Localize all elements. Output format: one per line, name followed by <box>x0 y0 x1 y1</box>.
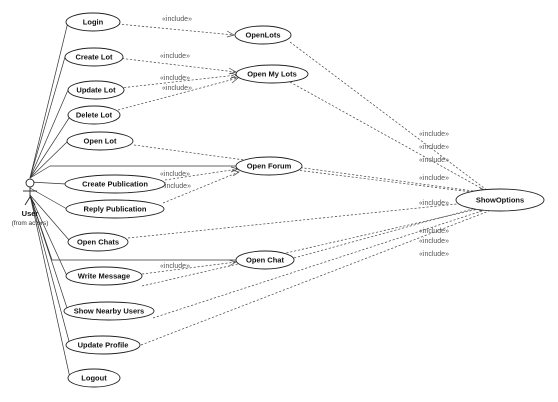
use-case-label: Open Forum <box>247 162 292 171</box>
include-dependencies <box>117 23 490 346</box>
include-label-show-3: «include» <box>419 157 449 164</box>
dep-profile-show <box>140 210 490 346</box>
assoc-open-lot <box>29 140 69 179</box>
dep-createlot-openmylots <box>117 57 237 73</box>
include-label-createlot: «include» <box>160 53 190 60</box>
actor-subtitle: (from actors) <box>12 220 49 227</box>
dep-openlots-show <box>289 41 489 192</box>
use-case-label: Open Chat <box>246 256 284 265</box>
assoc-reply-publication <box>29 187 68 210</box>
include-label-login: «include» <box>162 16 192 23</box>
use-case-label: Create Publication <box>82 180 148 189</box>
assoc-write-message <box>29 194 68 277</box>
use-case-label: Open Lot <box>84 137 117 146</box>
actor-head <box>25 178 35 188</box>
use-case-show-nearby-users: Show Nearby Users <box>63 301 155 321</box>
dep-nearby-show <box>152 208 489 319</box>
include-label-show-5: «include» <box>419 200 449 207</box>
use-case-label: Open My Lots <box>247 70 297 79</box>
arrowhead-openchat <box>228 259 237 267</box>
use-case-create-publication: Create Publication <box>64 174 166 194</box>
use-case-label: Logout <box>81 374 107 383</box>
use-case-label: Update Lot <box>76 86 116 95</box>
dep-deletelot-openmylots <box>117 77 239 111</box>
use-case-label: Update Profile <box>78 341 129 350</box>
include-label-show-7: «include» <box>419 238 449 245</box>
use-case-open-my-lots: Open My Lots <box>235 64 309 84</box>
dep-openlot-show <box>133 144 489 194</box>
use-case-update-lot: Update Lot <box>67 80 125 100</box>
include-label-updatelot: «include» <box>160 75 190 82</box>
association-lines <box>29 21 237 379</box>
dep-updatelot-openmylots <box>119 74 238 89</box>
actor-user: User (from actors) <box>12 178 49 227</box>
assoc-show-nearby-users <box>29 194 69 312</box>
include-label-writemsg: «include» <box>160 263 190 270</box>
use-case-delete-lot: Delete Lot <box>67 105 121 125</box>
use-case-login: Login <box>65 12 121 32</box>
assoc-create-lot <box>29 56 66 179</box>
include-label-replypub: «include» <box>161 183 191 190</box>
assoc-login <box>29 21 69 179</box>
include-label-show-2: «include» <box>419 144 449 151</box>
use-case-create-lot: Create Lot <box>64 47 124 67</box>
assoc-delete-lot <box>29 114 72 179</box>
use-case-label: Reply Publication <box>84 205 147 214</box>
use-case-update-profile: Update Profile <box>65 335 141 355</box>
arrowhead-openlots <box>226 30 235 38</box>
dep-openmylots-show <box>289 81 489 193</box>
dep-writemsg-show <box>141 206 488 287</box>
use-case-show-options: ShowOptions <box>455 188 545 212</box>
use-case-open-chat: Open Chat <box>235 250 295 270</box>
assoc-create-publication <box>29 181 67 185</box>
assoc-update-lot <box>29 89 69 179</box>
include-label-show-4: «include» <box>419 175 449 182</box>
include-label-createpub: «include» <box>160 171 190 178</box>
use-case-label: Show Nearby Users <box>74 307 144 316</box>
assoc-logout <box>29 194 71 379</box>
use-case-open-chats: Open Chats <box>67 232 129 252</box>
actor-name: User <box>22 209 39 218</box>
use-case-logout: Logout <box>67 368 121 388</box>
use-case-label: Open Chats <box>77 238 119 247</box>
use-case-open-lot: Open Lot <box>66 131 134 151</box>
dep-openchat-show <box>293 204 488 259</box>
use-case-label: ShowOptions <box>476 196 524 205</box>
include-label-show-8: «include» <box>419 251 449 258</box>
use-case-open-lots: OpenLots <box>234 25 292 45</box>
arrowhead-openmylots-3 <box>230 76 239 84</box>
use-case-label: Create Lot <box>75 53 113 62</box>
actor-left-leg <box>24 196 31 206</box>
include-label-deletelot: «include» <box>162 85 192 92</box>
use-case-label: Delete Lot <box>76 111 113 120</box>
assoc-update-profile <box>29 194 71 346</box>
use-case-write-message: Write Message <box>65 266 143 286</box>
dep-createpub-openforum <box>164 168 239 181</box>
include-label-show-6: «include» <box>419 228 449 235</box>
assoc-open-chats <box>29 194 70 241</box>
use-case-label: OpenLots <box>246 31 281 40</box>
include-labels: «include» «include» «include» «include» … <box>160 16 449 270</box>
dep-openforum-show <box>295 169 489 195</box>
actor-right-leg <box>29 196 36 206</box>
arrowhead-openforum-2 <box>231 169 240 177</box>
dep-replypub-openforum <box>162 171 240 204</box>
use-case-open-forum: Open Forum <box>235 156 303 176</box>
dep-login-openlots <box>117 23 235 36</box>
include-label-show-1: «include» <box>419 131 449 138</box>
use-case-label: Login <box>83 18 104 27</box>
use-case-reply-publication: Reply Publication <box>65 199 165 219</box>
use-case-label: Write Message <box>78 272 130 281</box>
assoc-open-forum <box>29 165 51 179</box>
